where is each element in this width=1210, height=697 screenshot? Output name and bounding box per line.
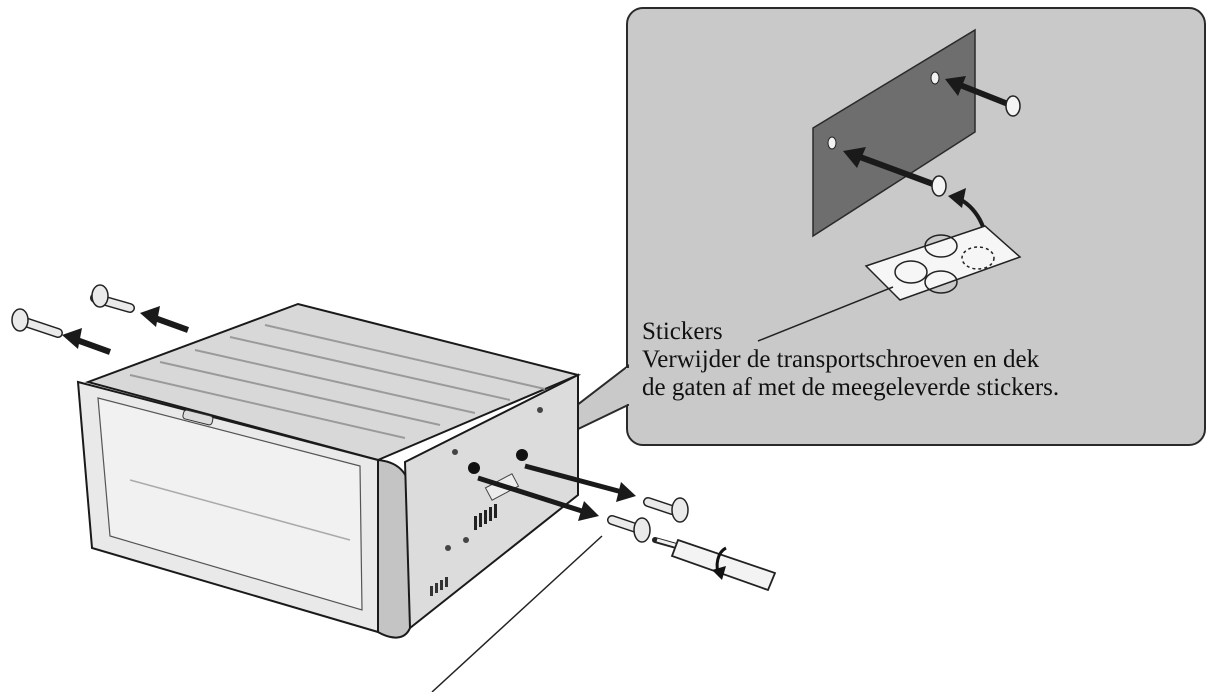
screw-right-upper [643,497,689,523]
front-latch [182,409,214,426]
screw-right-lower [607,515,651,543]
screwdriver [652,537,777,592]
arrow-left-upper [140,306,190,333]
side-hole [516,449,528,461]
panel-hole-left [827,136,837,150]
inset-caption: Stickers Verwijder de transportschroeven… [642,318,1182,402]
sticker-leader-line [757,286,894,342]
screw-arrow-upper [945,76,1021,117]
device-unit [76,302,582,639]
stickers-label: Stickers [642,318,723,345]
instruction-line-1: Verwijder de transportschroeven en dek [642,346,1040,373]
arrow-right-upper [524,463,636,502]
instruction-line-2: de gaten af met de meegeleverde stickers… [642,374,1060,401]
device-side [403,373,579,631]
bottom-leader-line [431,535,603,693]
screw-left-upper [90,284,135,313]
vent-slots [474,504,497,530]
sticker-dot [931,175,947,197]
screw-left-lower [11,308,63,338]
arrow-right-lower [477,475,599,521]
panel-hole-right [930,71,940,85]
screw-arrow-lower [843,147,947,197]
inset-callout [626,7,1206,446]
sticker-dot [1005,95,1021,117]
side-hole [468,462,480,474]
arrow-left-lower [62,328,112,355]
